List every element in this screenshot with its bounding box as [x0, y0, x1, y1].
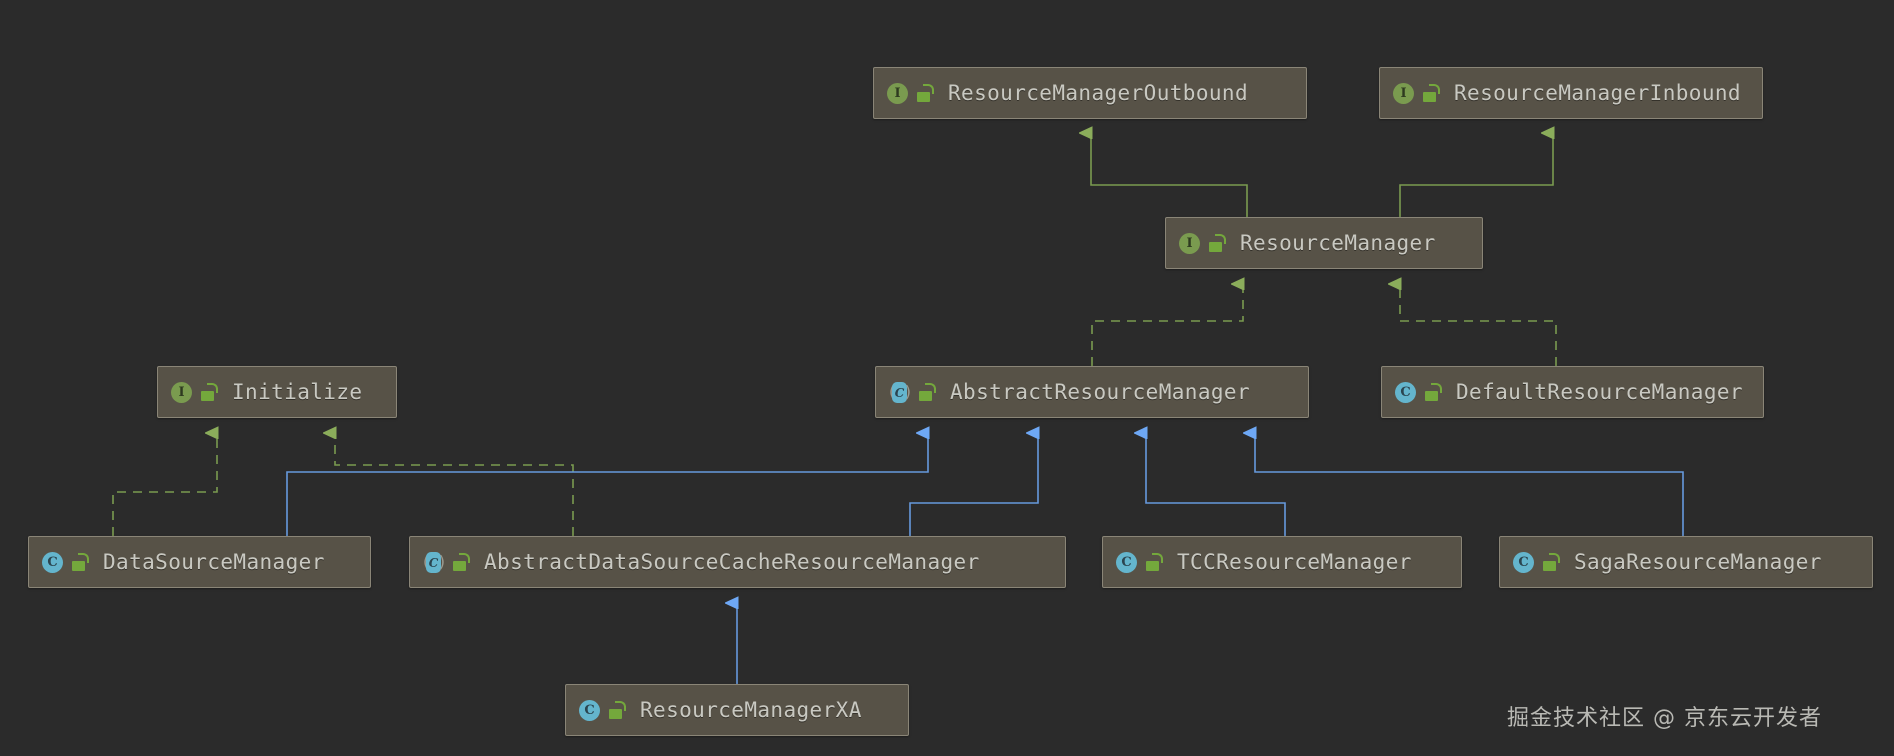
node-label: DataSourceManager	[103, 550, 325, 574]
node-label: Initialize	[232, 380, 363, 404]
class-node-tccresourcemanager[interactable]: C TCCResourceManager	[1102, 536, 1462, 588]
unlocked-padlock-icon	[918, 382, 936, 402]
unlocked-padlock-icon	[1208, 233, 1226, 253]
class-icon: C	[41, 550, 65, 574]
class-icon: C	[1115, 550, 1139, 574]
class-node-resourcemanagerinbound[interactable]: I ResourceManagerInbound	[1379, 67, 1763, 119]
node-label: ResourceManager	[1240, 231, 1436, 255]
unlocked-padlock-icon	[71, 552, 89, 572]
unlocked-padlock-icon	[1424, 382, 1442, 402]
node-label: AbstractDataSourceCacheResourceManager	[484, 550, 980, 574]
edge-sagarm-to-abstractrm	[1255, 433, 1684, 536]
edge-abstractdscache-to-initialize	[335, 433, 574, 536]
node-label: DefaultResourceManager	[1456, 380, 1743, 404]
node-label: TCCResourceManager	[1177, 550, 1412, 574]
edge-resourcemanager-to-outbound	[1091, 133, 1248, 217]
class-node-abstractdatasourcecacheresourcemanager[interactable]: (C) AbstractDataSourceCacheResourceManag…	[409, 536, 1066, 588]
interface-icon: I	[1178, 231, 1202, 255]
unlocked-padlock-icon	[452, 552, 470, 572]
edge-resourcemanager-to-inbound	[1399, 133, 1553, 217]
abstract-class-icon: (C)	[421, 550, 447, 574]
unlocked-padlock-icon	[916, 83, 934, 103]
class-icon: C	[1512, 550, 1536, 574]
class-node-sagaresourcemanager[interactable]: C SagaResourceManager	[1499, 536, 1873, 588]
interface-icon: I	[1392, 81, 1416, 105]
interface-icon: I	[170, 380, 194, 404]
class-node-defaultresourcemanager[interactable]: C DefaultResourceManager	[1381, 366, 1764, 418]
class-node-resourcemanagerxa[interactable]: C ResourceManagerXA	[565, 684, 909, 736]
class-icon: C	[1394, 380, 1418, 404]
unlocked-padlock-icon	[200, 382, 218, 402]
abstract-class-icon: (C)	[887, 380, 913, 404]
node-label: SagaResourceManager	[1574, 550, 1822, 574]
class-node-resourcemanageroutbound[interactable]: I ResourceManagerOutbound	[873, 67, 1307, 119]
edge-datasourcemanager-to-abstractrm	[286, 433, 928, 536]
watermark-text: 掘金技术社区 @ 京东云开发者	[1507, 706, 1822, 731]
edge-defaultrm-to-resourcemanager	[1400, 284, 1557, 366]
unlocked-padlock-icon	[608, 700, 626, 720]
unlocked-padlock-icon	[1422, 83, 1440, 103]
class-node-resourcemanager[interactable]: I ResourceManager	[1165, 217, 1483, 269]
unlocked-padlock-icon	[1542, 552, 1560, 572]
class-node-initialize[interactable]: I Initialize	[157, 366, 397, 418]
node-label: AbstractResourceManager	[950, 380, 1250, 404]
node-label: ResourceManagerInbound	[1454, 81, 1741, 105]
edge-abstractrm-to-resourcemanager	[1091, 284, 1243, 366]
interface-icon: I	[886, 81, 910, 105]
edge-tccrm-to-abstractrm	[1146, 433, 1286, 536]
edge-datasourcemanager-to-initialize	[112, 433, 217, 536]
edge-abstractdscache-to-abstractrm	[909, 433, 1038, 536]
class-icon: C	[578, 698, 602, 722]
unlocked-padlock-icon	[1145, 552, 1163, 572]
node-label: ResourceManagerXA	[640, 698, 862, 722]
class-node-datasourcemanager[interactable]: C DataSourceManager	[28, 536, 371, 588]
node-label: ResourceManagerOutbound	[948, 81, 1248, 105]
class-node-abstractresourcemanager[interactable]: (C) AbstractResourceManager	[875, 366, 1309, 418]
